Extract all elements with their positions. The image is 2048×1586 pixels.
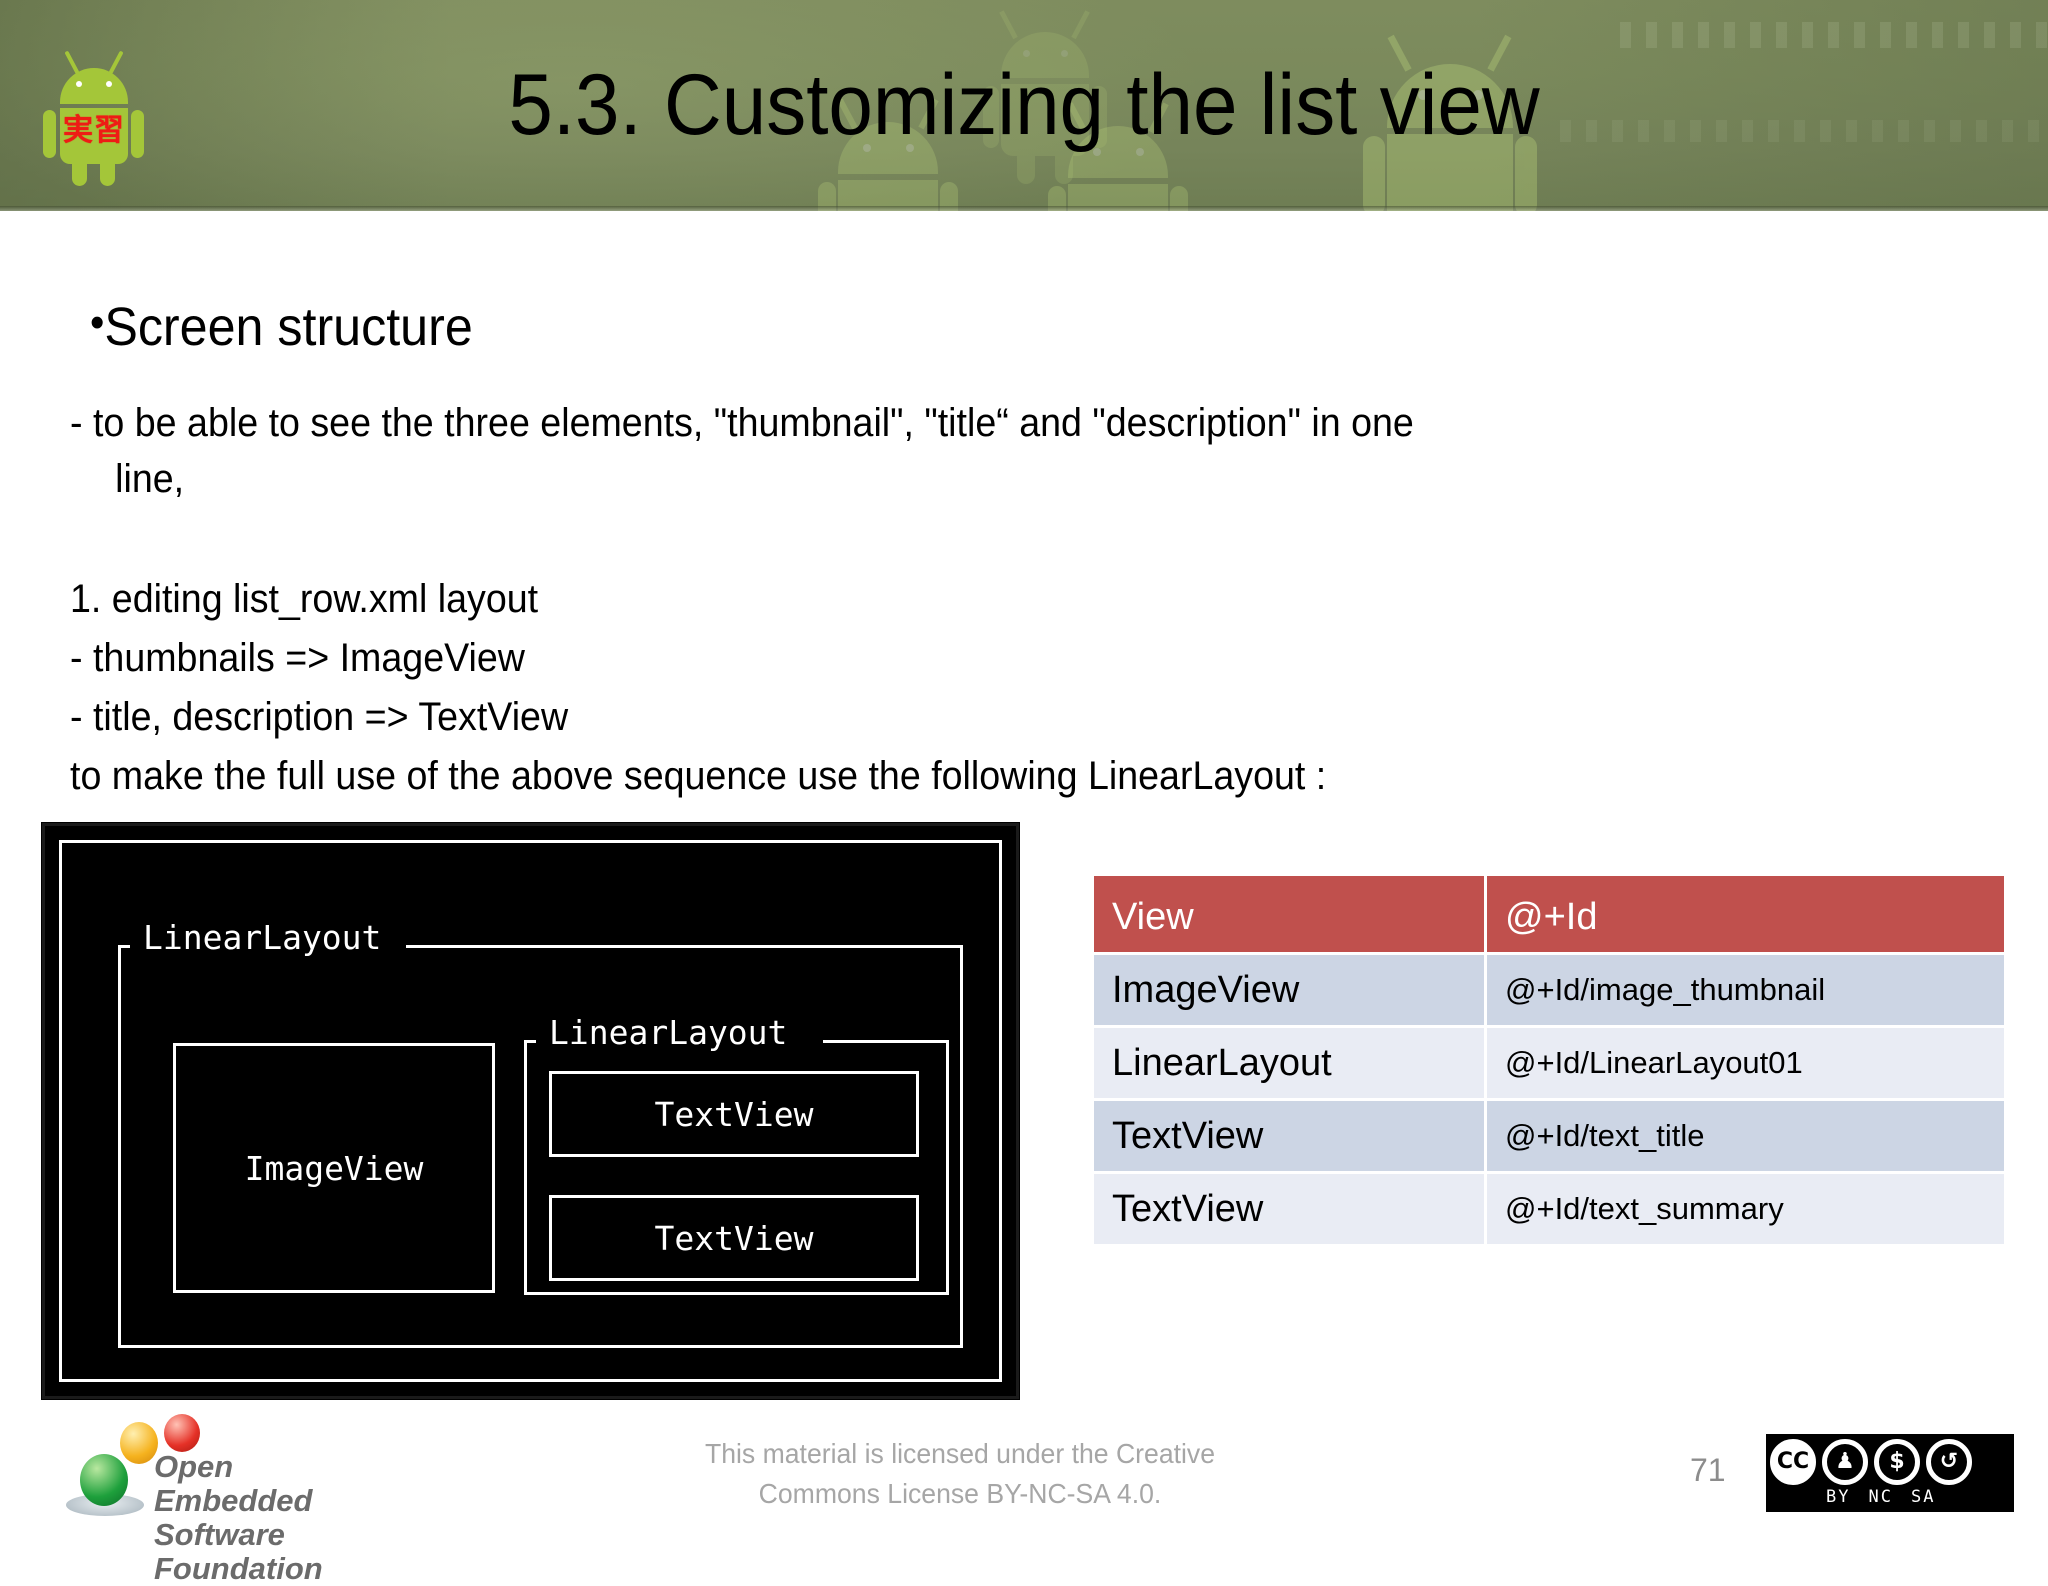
diagram-outer-frame: LinearLayout ImageView LinearLayout Text… xyxy=(59,840,1002,1382)
table-row: LinearLayout @+Id/LinearLayout01 xyxy=(1094,1028,2004,1098)
background-android-silhouette-2 xyxy=(818,96,958,211)
cc-nc-dollar-slash-icon: $ xyxy=(1874,1438,1920,1485)
table-cell-id: @+Id/LinearLayout01 xyxy=(1487,1028,2004,1098)
practice-stamp-label: 実習 xyxy=(63,113,125,148)
license-line-2: Commons License BY-NC-SA 4.0. xyxy=(758,1478,1162,1509)
step-line-3: - title, description => TextView xyxy=(70,695,569,739)
robot-leg-right xyxy=(100,160,115,186)
table-cell-view: TextView xyxy=(1094,1174,1484,1244)
diagram-label-linearlayout-outer: LinearLayout xyxy=(143,918,382,957)
license-line-1: This material is licensed under the Crea… xyxy=(704,1438,1216,1469)
step-line-2: - thumbnails => ImageView xyxy=(70,636,525,680)
table-header-row: View @+Id xyxy=(1094,876,2004,952)
table-cell-id: @+Id/text_title xyxy=(1487,1101,2004,1171)
table-row: TextView @+Id/text_summary xyxy=(1094,1174,2004,1244)
diagram-box-textview-title: TextView xyxy=(549,1071,919,1157)
cc-sa-share-alike-icon: ↺ xyxy=(1926,1438,1972,1485)
section-heading: •Screen structure xyxy=(90,290,473,360)
step-line-1: 1. editing list_row.xml layout xyxy=(70,577,539,621)
intro-paragraph-line-1: - to be able to see the three elements, … xyxy=(70,401,1414,445)
logo-sphere-red xyxy=(164,1414,200,1452)
cc-label-nc: NC xyxy=(1868,1486,1893,1507)
intro-paragraph: - to be able to see the three elements, … xyxy=(70,395,1856,507)
header-gradient-overlay xyxy=(0,0,2048,211)
steps-paragraph: 1. editing list_row.xml layout - thumbna… xyxy=(70,570,1856,806)
robot-eye-right xyxy=(106,81,112,87)
creative-commons-badge-icon: CC ♟ $ ↺ BY NC SA xyxy=(1766,1434,2014,1512)
robot-arm-left xyxy=(43,110,56,158)
robot-eye-left xyxy=(76,81,82,87)
table-header-view: View xyxy=(1094,876,1484,952)
cc-badge-labels-row: BY NC SA xyxy=(1770,1485,2010,1508)
diagram-box-imageview: ImageView xyxy=(173,1043,495,1293)
diagram-group-linearlayout-outer: LinearLayout ImageView LinearLayout Text… xyxy=(118,921,963,1348)
cc-logo-icon: CC xyxy=(1770,1438,1816,1485)
background-android-silhouette-1 xyxy=(983,8,1107,184)
oesf-logo: Open Embedded Software Foundation xyxy=(52,1414,382,1586)
robot-body xyxy=(60,108,128,164)
cc-label-by: BY xyxy=(1826,1486,1851,1507)
table-cell-id: @+Id/image_thumbnail xyxy=(1487,955,2004,1025)
layout-structure-diagram: LinearLayout ImageView LinearLayout Text… xyxy=(42,823,1019,1399)
diagram-label-linearlayout-inner: LinearLayout xyxy=(549,1013,788,1052)
diagram-group-linearlayout-inner: LinearLayout TextView TextView xyxy=(524,1016,949,1295)
table-row: ImageView @+Id/image_thumbnail xyxy=(1094,955,2004,1025)
cc-badge-icons-row: CC ♟ $ ↺ xyxy=(1770,1438,2010,1485)
background-android-silhouette-3 xyxy=(1048,100,1188,211)
bullet-marker: • xyxy=(90,298,105,347)
slide-header-banner: 実習 5.3. Customizing the list view xyxy=(0,0,2048,211)
logo-sphere-green xyxy=(80,1454,128,1506)
cc-by-person-icon: ♟ xyxy=(1822,1438,1868,1485)
view-id-table: View @+Id ImageView @+Id/image_thumbnail… xyxy=(1094,876,2004,1247)
section-heading-label: Screen structure xyxy=(104,297,473,357)
table-cell-view: LinearLayout xyxy=(1094,1028,1484,1098)
robot-arm-right xyxy=(131,110,144,158)
table-row: TextView @+Id/text_title xyxy=(1094,1101,2004,1171)
header-bottom-edge xyxy=(0,206,2048,211)
table-header-id: @+Id xyxy=(1487,876,2004,952)
table-cell-view: TextView xyxy=(1094,1101,1484,1171)
table-cell-view: ImageView xyxy=(1094,955,1484,1025)
background-filmstrip-2 xyxy=(1560,120,2048,142)
table-cell-id: @+Id/text_summary xyxy=(1487,1174,2004,1244)
page-number: 71 xyxy=(1690,1452,1726,1488)
background-android-silhouette-4 xyxy=(1363,32,1537,211)
diagram-box-textview-summary: TextView xyxy=(549,1195,919,1281)
cc-label-sa: SA xyxy=(1910,1486,1936,1507)
step-line-4: to make the full use of the above sequen… xyxy=(70,754,1327,798)
intro-paragraph-line-2: line, xyxy=(115,457,185,501)
robot-leg-left xyxy=(72,160,87,186)
oesf-logo-text: Open Embedded Software Foundation xyxy=(154,1449,323,1586)
license-notice: This material is licensed under the Crea… xyxy=(637,1434,1283,1514)
page-title: 5.3. Customizing the list view xyxy=(508,57,1540,153)
android-robot-icon: 実習 xyxy=(43,48,144,186)
background-filmstrip-1 xyxy=(1620,22,2048,48)
logo-sphere-yellow xyxy=(120,1422,158,1464)
